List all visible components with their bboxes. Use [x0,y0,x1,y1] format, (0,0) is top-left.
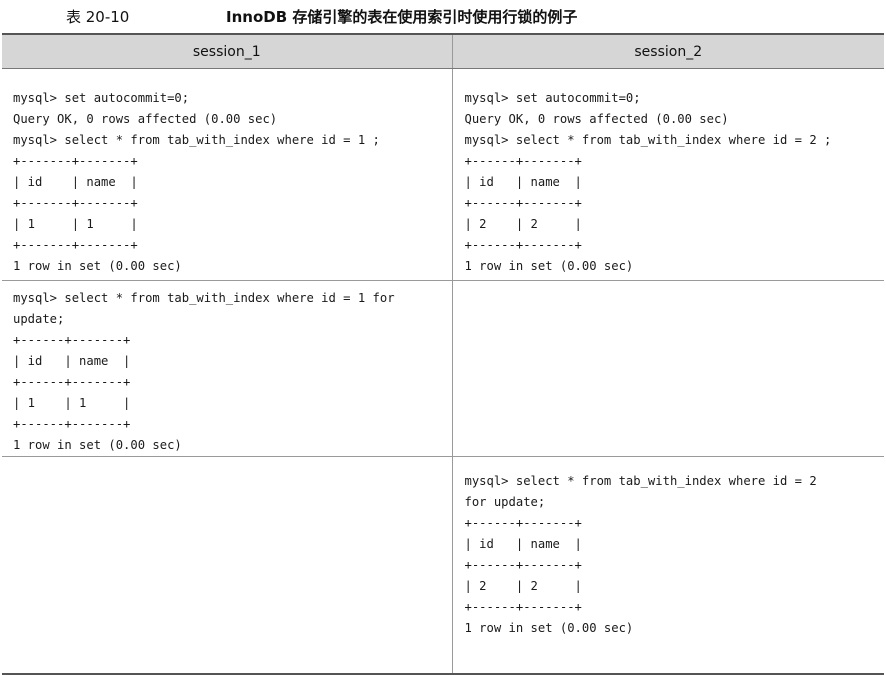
table-cell-session-2: mysql> set autocommit=0; Query OK, 0 row… [452,68,884,281]
table-title: InnoDB 存储引擎的表在使用索引时使用行锁的例子 [226,8,578,26]
table-cell-session-1 [2,456,453,675]
sql-output-block: mysql> set autocommit=0; Query OK, 0 row… [13,91,380,273]
table-cell-session-2 [452,280,885,457]
column-header-session-1: session_1 [2,33,453,69]
column-header-session-2: session_2 [452,33,884,69]
table-number: 表 20-10 [66,8,130,26]
table-row: mysql> set autocommit=0; Query OK, 0 row… [2,68,884,281]
table-caption: 表 20-10 InnoDB 存储引擎的表在使用索引时使用行锁的例子 [0,6,886,28]
sql-output-block: mysql> select * from tab_with_index wher… [13,291,395,452]
table-row: mysql> select * from tab_with_index wher… [2,280,885,457]
sql-output-block: mysql> set autocommit=0; Query OK, 0 row… [464,91,832,273]
sql-output-block [453,281,885,288]
table-cell-session-2: mysql> select * from tab_with_index wher… [452,456,884,675]
session-comparison-table: session_1 session_2 mysql> set autocommi… [2,33,884,675]
table-row: mysql> select * from tab_with_index wher… [2,456,884,675]
table-header-row: session_1 session_2 [2,33,884,69]
table-cell-session-1: mysql> set autocommit=0; Query OK, 0 row… [2,68,453,281]
sql-output-block [2,457,452,471]
sql-output-block: mysql> select * from tab_with_index wher… [464,474,817,635]
table-cell-session-1: mysql> select * from tab_with_index wher… [2,280,453,457]
